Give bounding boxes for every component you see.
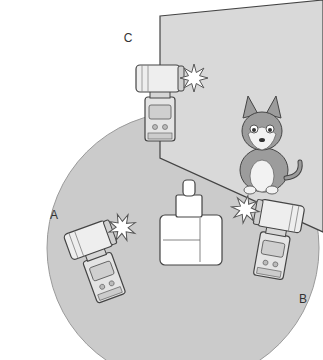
flash-label: C (124, 31, 133, 45)
flash-label: A (50, 208, 58, 222)
flash-c (136, 64, 208, 141)
flash-a (63, 209, 157, 306)
flash-label: B (299, 292, 307, 306)
flash-b (221, 193, 305, 281)
dog-figure (240, 96, 300, 194)
camera-figure (160, 180, 222, 265)
